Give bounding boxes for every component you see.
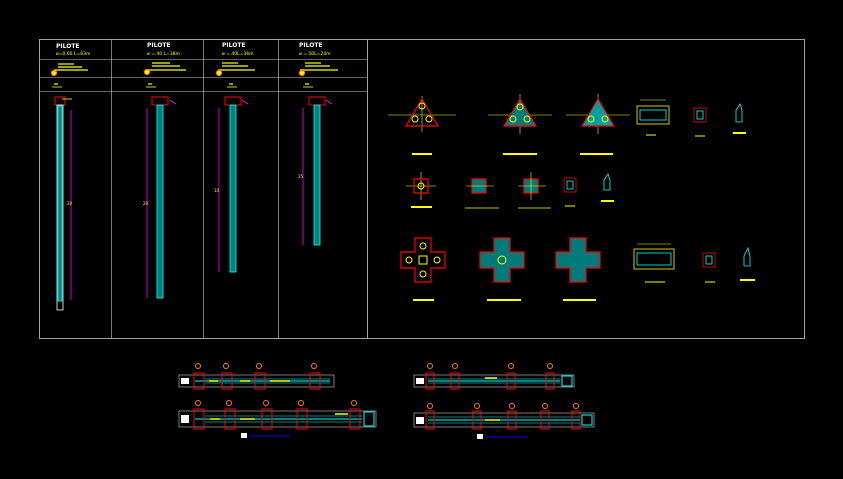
pile-2-title: PILOTE	[147, 42, 171, 49]
pile-cap-detail-triangle-2	[488, 94, 552, 155]
pile-cap-section-1	[636, 99, 670, 136]
pile-4-subtitle: ø =.50L=24m	[299, 51, 331, 57]
stirrup-detail-3	[740, 246, 755, 281]
pile-cap-detail-triangle-1	[388, 96, 456, 155]
pile-cap-section-5	[702, 252, 716, 283]
pile-2-elevation: 20	[143, 96, 177, 299]
pile-header-symbols	[50, 62, 338, 88]
pile-3-title: PILOTE	[222, 42, 246, 49]
stirrup-detail-2	[601, 173, 614, 202]
pile-cap-detail-triangle-3	[566, 94, 630, 155]
beam-elevation-1	[178, 363, 335, 390]
pile-cap-detail-square-1	[406, 172, 436, 208]
pile-cap-section-3	[563, 177, 577, 207]
beam-elevation-3	[413, 363, 575, 390]
svg-text:20: 20	[67, 201, 73, 206]
pile-3-subtitle: ø =.40L=36m	[222, 51, 254, 57]
pile-cap-detail-square-3	[518, 172, 551, 209]
svg-text:20: 20	[143, 201, 149, 206]
pile-cap-detail-cross-2	[479, 237, 525, 301]
pile-3-elevation: 10	[214, 96, 249, 273]
pile-cap-detail-square-2	[465, 178, 499, 209]
svg-text:10: 10	[214, 188, 220, 193]
pile-1-title: PILOTE	[56, 43, 80, 50]
pile-cap-section-2	[693, 107, 707, 137]
pile-4-title: PILOTE	[299, 42, 323, 49]
pile-1-subtitle: ø=0.60 L=63m	[56, 51, 90, 57]
pile-cap-detail-cross-3	[555, 237, 601, 301]
pile-1-elevation: 20	[54, 96, 73, 311]
stirrup-detail-1	[733, 103, 746, 134]
sheet-frame	[39, 39, 805, 339]
beam-elevation-2	[178, 400, 377, 438]
pile-4-elevation: 25	[298, 96, 333, 246]
beam-elevation-4	[413, 403, 595, 439]
pile-2-subtitle: ø =.40 L=38m	[147, 51, 180, 57]
pile-cap-detail-cross-1	[400, 237, 446, 301]
pile-cap-section-4	[633, 243, 675, 283]
svg-text:25: 25	[298, 174, 304, 179]
